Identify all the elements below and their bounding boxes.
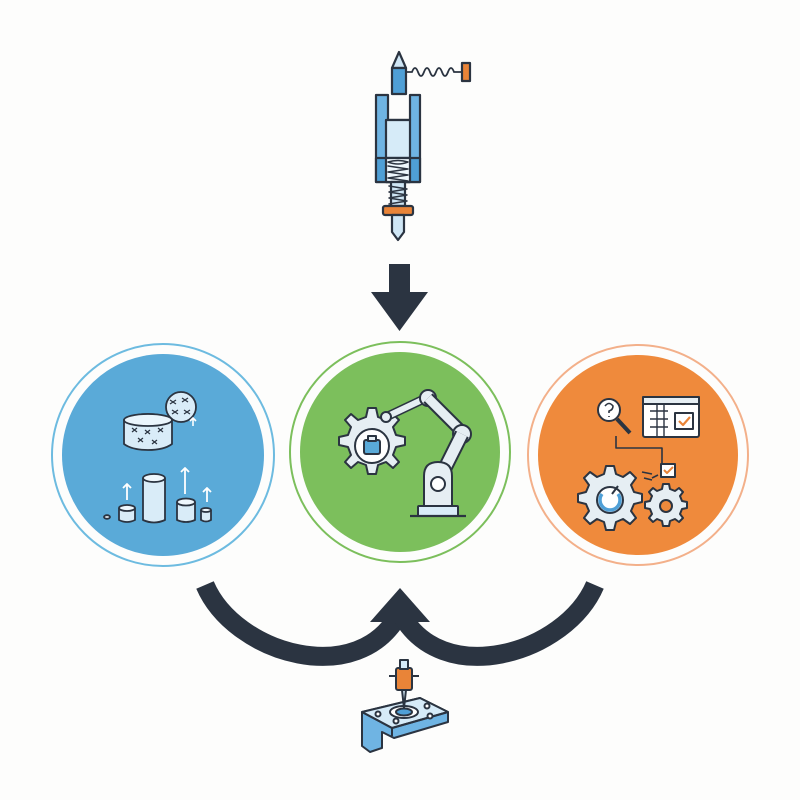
gear-robot-arm-icon: [338, 389, 472, 518]
probe-fixture-board-icon: [361, 659, 449, 753]
feedback-arrows: [196, 580, 604, 666]
materials-volume-scaling-icon: [103, 391, 212, 524]
up-arrow-head-icon: [370, 588, 430, 622]
materials-node: [51, 343, 275, 567]
automation-node: [289, 341, 511, 563]
spring-loaded-probe-icon: [374, 50, 472, 242]
inspection-report-gears-icon: [577, 396, 700, 531]
down-arrow-icon: [371, 264, 428, 331]
analysis-node: [527, 344, 749, 566]
